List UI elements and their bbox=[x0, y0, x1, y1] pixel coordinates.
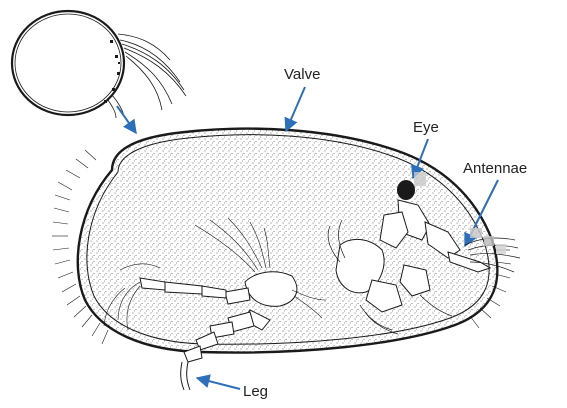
leg-label: Leg bbox=[243, 384, 268, 399]
leg-pointer bbox=[197, 378, 240, 389]
whole-ostracod-icon bbox=[12, 11, 186, 118]
antennae-label: Antennae bbox=[463, 161, 527, 176]
valve-pointer bbox=[286, 87, 305, 131]
arrow-icon bbox=[117, 106, 136, 133]
valve-label: Valve bbox=[284, 67, 320, 82]
eye-label: Eye bbox=[413, 120, 439, 135]
